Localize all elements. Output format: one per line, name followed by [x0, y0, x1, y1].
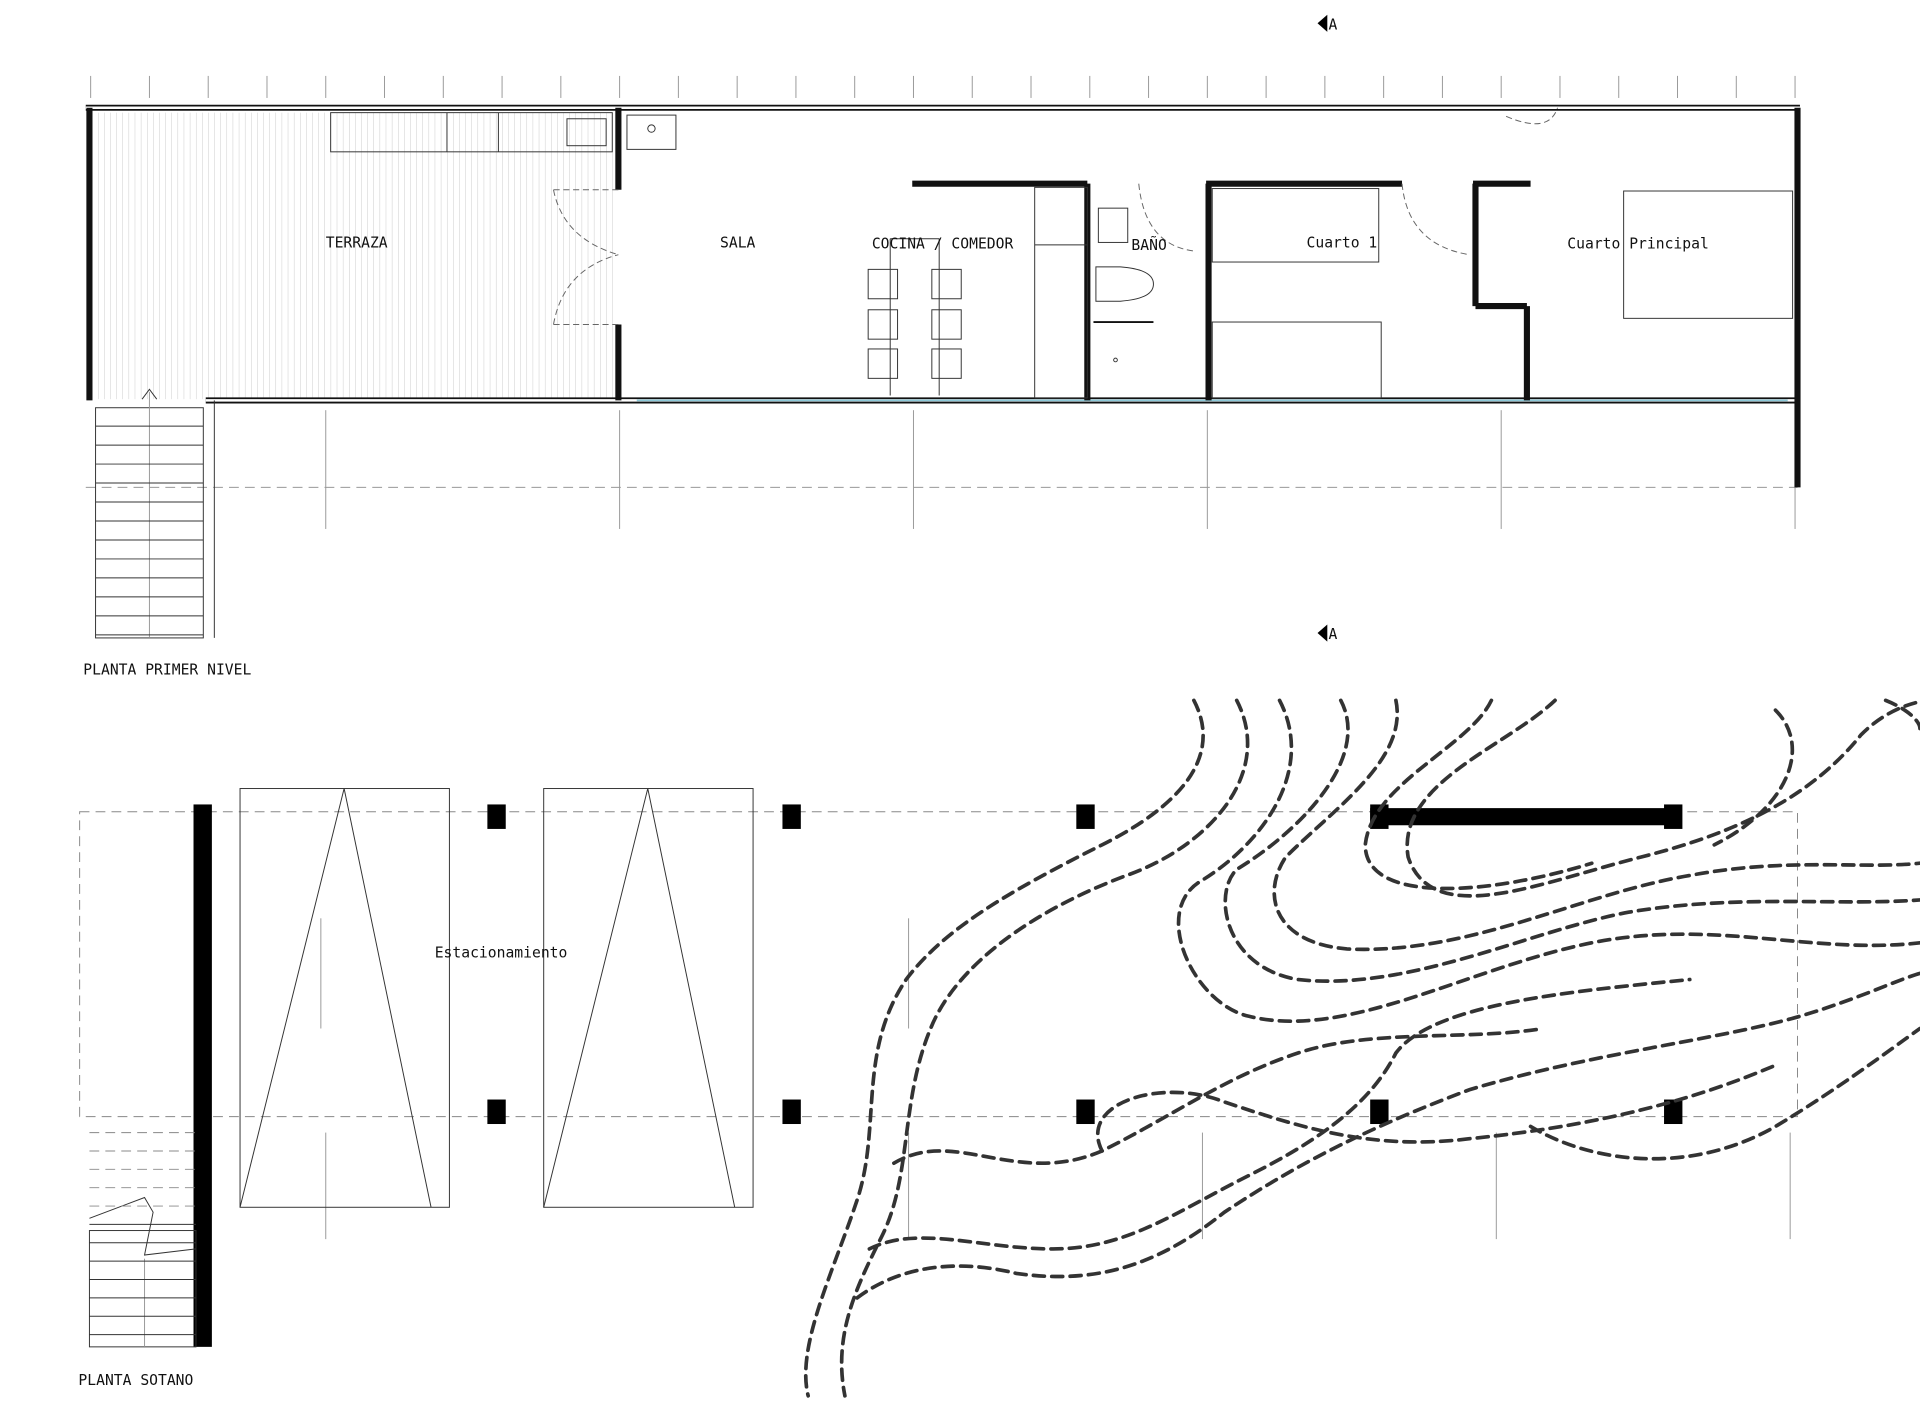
first-floor-plan: TERRAZA SALA COCINA / COMEDOR BAÑO Cuart… — [83, 75, 1801, 679]
room-label-bathroom: BAÑO — [1131, 237, 1166, 254]
svg-text:A: A — [1329, 16, 1338, 33]
room-label-kitchen-dining: COCINA / COMEDOR — [872, 236, 1014, 253]
room-label-terrace: TERRAZA — [326, 234, 388, 251]
basement-plan: Estacionamiento PLANTA SOTANO — [78, 698, 1920, 1398]
terrain-contour-lines — [803, 698, 1920, 1398]
columns — [487, 804, 1683, 1125]
basement-title: PLANTA SOTANO — [78, 1372, 193, 1389]
retaining-wall — [193, 804, 212, 1347]
exterior-walls — [85, 104, 1801, 488]
room-label-master-bedroom: Cuarto Principal — [1567, 236, 1708, 253]
terrace-stairs — [95, 388, 215, 639]
grid-lines-bottom — [85, 410, 1798, 529]
first-floor-title: PLANTA PRIMER NIVEL — [83, 662, 251, 679]
interior-walls — [912, 180, 1531, 401]
grid-ticks-top — [90, 75, 1796, 98]
room-label-bedroom-1: Cuarto 1 — [1307, 234, 1378, 251]
terrace-decking — [95, 112, 618, 400]
door-swings — [553, 107, 1558, 325]
section-marker-top: A — [1317, 14, 1338, 33]
room-label-living: SALA — [720, 234, 756, 251]
furniture — [330, 112, 1794, 399]
svg-text:A: A — [1329, 626, 1338, 643]
beam — [1370, 808, 1682, 826]
basement-stairs — [88, 1132, 197, 1348]
section-marker-middle: A — [1317, 624, 1338, 643]
parking-spaces — [239, 788, 754, 1208]
grid-lines-basement — [320, 918, 1791, 1240]
room-label-parking: Estacionamiento — [435, 944, 568, 961]
